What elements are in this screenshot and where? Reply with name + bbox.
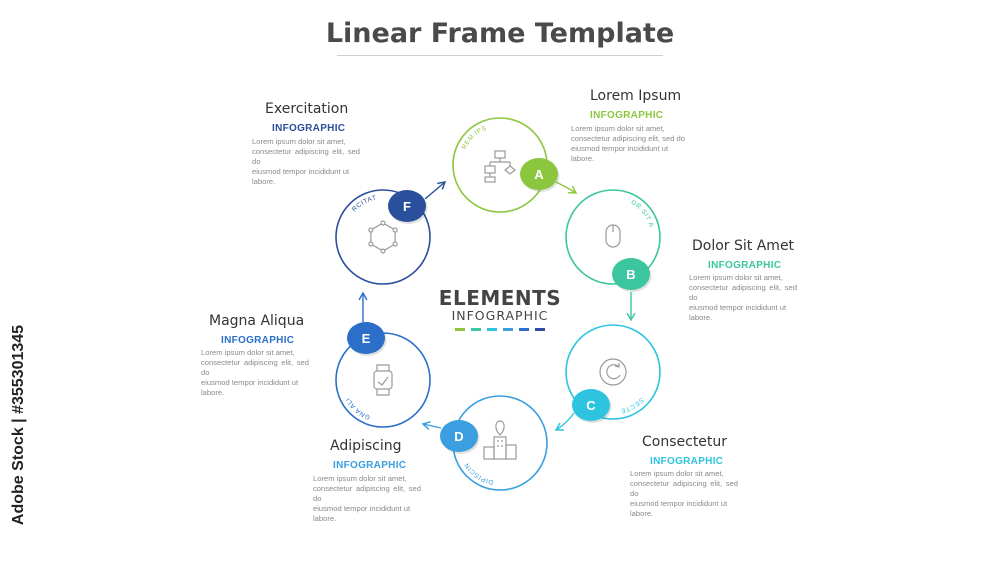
badge-e: E — [347, 322, 387, 356]
item-a-line-3: eiusmod tempor incididunt ut — [571, 144, 669, 153]
badge-letter-a: A — [534, 167, 544, 182]
item-f-heading: Exercitation INFOGRAPHIC — [265, 101, 445, 134]
buildings-icon — [483, 420, 517, 460]
item-c-line-1: Lorem ipsum dolor sit amet, — [630, 469, 724, 478]
arrow-a-to-b — [555, 181, 578, 194]
item-e-line-3: eiusmod tempor incididunt ut — [201, 378, 299, 387]
item-e-subtitle: INFOGRAPHIC — [221, 335, 295, 346]
badge-letter-f: F — [403, 199, 411, 214]
hexagon-icon — [368, 220, 398, 254]
item-c-description: Lorem ipsum dolor sit amet, consectetur … — [630, 469, 738, 519]
item-f-line-4: labore. — [252, 177, 276, 186]
item-f-line-3: eiusmod tempor incididunt ut — [252, 167, 350, 176]
item-e-line-4: labore. — [201, 388, 225, 397]
item-e-line-2: consectetur adipiscing elit, sed do — [201, 358, 309, 377]
page-title: Linear Frame Template — [325, 18, 675, 49]
item-c-line-2: consectetur adipiscing elit, sed do — [630, 479, 738, 498]
badge-letter-c: C — [586, 398, 596, 413]
center-label: ELEMENTS INFOGRAPHIC — [420, 286, 580, 333]
item-b-subtitle: INFOGRAPHIC — [708, 260, 782, 271]
badge-letter-d: D — [454, 429, 463, 444]
item-a-description: Lorem ipsum dolor sit amet, consectetur … — [571, 124, 689, 164]
item-f-line-2: consectetur adipiscing elit, sed do — [252, 147, 360, 166]
ring-label-c: CONSECTETUR — [0, 0, 645, 414]
item-b-line-4: labore. — [689, 313, 713, 322]
item-d-line-2: consectetur adipiscing elit, sed do — [313, 484, 421, 503]
stock-watermark: Adobe Stock | #355301345 — [6, 300, 32, 550]
item-d-subtitle: INFOGRAPHIC — [333, 460, 407, 471]
center-subtitle: INFOGRAPHIC — [451, 308, 549, 323]
smartwatch-icon — [373, 364, 393, 396]
item-d-description: Lorem ipsum dolor sit amet, consectetur … — [313, 474, 421, 524]
item-e-line-1: Lorem ipsum dolor sit amet, — [201, 348, 295, 357]
item-e-heading: Magna Aliqua INFOGRAPHIC — [209, 313, 389, 346]
item-a-heading: Lorem Ipsum INFOGRAPHIC — [590, 88, 770, 121]
item-d-line-4: labore. — [313, 514, 337, 523]
item-d-line-1: Lorem ipsum dolor sit amet, — [313, 474, 407, 483]
item-b-line-2: consectetur adipiscing elit, sed do — [689, 283, 797, 302]
item-b-line-1: Lorem ipsum dolor sit amet, — [689, 273, 783, 282]
badge-d: D — [440, 420, 480, 454]
item-d-line-3: eiusmod tempor incididunt ut — [313, 504, 411, 513]
arrow-d-to-e — [421, 420, 442, 430]
badge-letter-b: B — [626, 267, 635, 282]
arrow-f-to-a — [424, 181, 447, 200]
ring-label-e: MAGNA ALIQUA — [0, 0, 371, 421]
item-c-subtitle: INFOGRAPHIC — [650, 456, 724, 467]
badge-c: C — [572, 389, 612, 423]
item-f-subtitle: INFOGRAPHIC — [272, 123, 346, 134]
badge-a: A — [520, 158, 560, 192]
item-a-line-4: labore. — [571, 154, 595, 163]
item-b-line-3: eiusmod tempor incididunt ut — [689, 303, 787, 312]
item-a-title: Lorem Ipsum — [590, 88, 682, 104]
item-a-line-2: consectetur adipiscing elit, sed do — [571, 134, 685, 143]
badge-letter-e: E — [362, 331, 371, 346]
item-b-heading: Dolor Sit Amet INFOGRAPHIC — [692, 238, 872, 271]
item-e-title: Magna Aliqua — [209, 313, 305, 329]
item-c-heading: Consectetur INFOGRAPHIC — [642, 434, 822, 467]
refresh-icon — [599, 358, 627, 386]
item-b-title: Dolor Sit Amet — [692, 238, 795, 254]
watermark-text: Adobe Stock | #355301345 — [10, 324, 27, 526]
item-d-heading: Adipiscing INFOGRAPHIC — [330, 438, 510, 471]
badge-f: F — [388, 190, 428, 224]
center-title: ELEMENTS — [438, 286, 562, 310]
title-underline — [337, 55, 663, 56]
center-dashes — [455, 328, 545, 331]
item-f-description: Lorem ipsum dolor sit amet, consectetur … — [252, 137, 360, 187]
badge-b: B — [612, 258, 652, 292]
arrow-c-to-d — [554, 412, 575, 431]
item-f-title: Exercitation — [265, 101, 349, 117]
item-d-title: Adipiscing — [330, 438, 402, 454]
item-a-subtitle: INFOGRAPHIC — [590, 110, 664, 121]
item-c-line-4: labore. — [630, 509, 654, 518]
item-a-line-1: Lorem ipsum dolor sit amet, — [571, 124, 665, 133]
flowchart-icon — [484, 150, 516, 183]
mouse-icon — [605, 224, 621, 248]
item-c-title: Consectetur — [642, 434, 728, 450]
item-b-description: Lorem ipsum dolor sit amet, consectetur … — [689, 273, 797, 323]
item-f-line-1: Lorem ipsum dolor sit amet, — [252, 137, 346, 146]
item-e-description: Lorem ipsum dolor sit amet, consectetur … — [201, 348, 309, 398]
item-c-line-3: eiusmod tempor incididunt ut — [630, 499, 728, 508]
